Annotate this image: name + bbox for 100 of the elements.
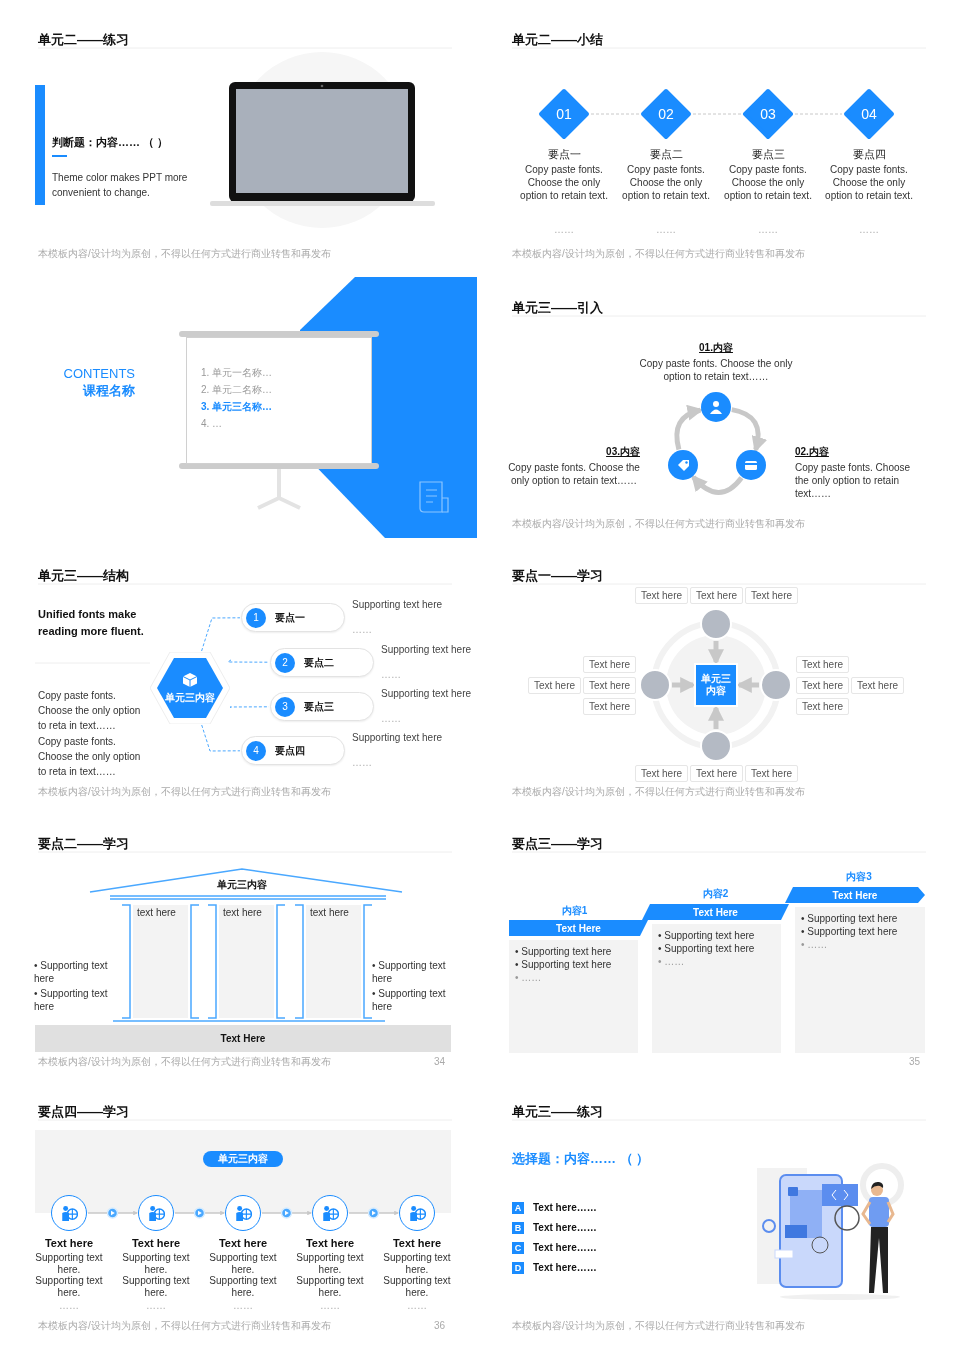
slide-title: 单元三——练习 xyxy=(512,1103,604,1121)
pill-label: 要点一 xyxy=(275,610,305,625)
body-text: Supporting text here. xyxy=(121,1252,191,1276)
arrow xyxy=(708,641,724,666)
bullet-item: • …… xyxy=(515,971,543,984)
course-name: 课程名称 xyxy=(81,382,135,400)
step-diamond: 01 xyxy=(538,88,590,140)
question-text: 选择题：内容…… （ ） xyxy=(512,1150,651,1168)
text-box: Text here xyxy=(635,587,688,604)
body-text: Theme color makes PPT more convenient to change. xyxy=(52,171,189,200)
pill-label: 要点二 xyxy=(304,655,334,670)
text-box: Text here xyxy=(745,587,798,604)
slide-title: 单元三——引入 xyxy=(512,299,604,317)
step-diamond: 03 xyxy=(742,88,794,140)
projection-screen xyxy=(186,337,372,464)
point-title: 要点二 xyxy=(648,147,684,162)
bullet-item: • Supporting text here xyxy=(658,942,756,955)
list-item: 3. 单元三名称… xyxy=(201,400,274,414)
bullet-item: • Supporting text here xyxy=(34,960,109,985)
pill-box xyxy=(241,736,345,765)
icon-circle xyxy=(138,1195,174,1231)
step-banner: Text Here xyxy=(509,920,648,936)
heading-pill: 单元三内容 xyxy=(203,1151,283,1167)
column-panel: text here xyxy=(306,905,361,1018)
ellipsis: …… xyxy=(381,670,402,680)
text-box: Text here xyxy=(690,765,743,782)
image-circle xyxy=(700,608,732,640)
body-text: Supporting text here. xyxy=(382,1275,452,1299)
bullet-item: • Supporting text here xyxy=(658,929,756,942)
option-badge: D xyxy=(512,1262,524,1274)
text-box: Text here xyxy=(796,698,849,715)
bullet-item: • Supporting text here xyxy=(372,960,447,985)
tagline: Unified fonts make reading more fluent. xyxy=(38,607,145,639)
body-text: Supporting text here. xyxy=(295,1252,365,1276)
point-title: 要点三 xyxy=(750,147,786,162)
text-box: Text here xyxy=(528,677,581,694)
pill-box xyxy=(270,692,374,721)
slide-title: 要点二——学习 xyxy=(38,835,130,853)
pill-box xyxy=(241,603,345,632)
section-heading: 02.内容 xyxy=(795,445,830,459)
option-text: Text here…… xyxy=(533,1201,598,1215)
question-text: 判断题：内容…… （ ） xyxy=(52,135,170,150)
pill-label: 要点三 xyxy=(304,699,334,714)
connector-line xyxy=(201,617,241,652)
arrow xyxy=(708,704,724,729)
step-banner: Text Here xyxy=(785,887,925,903)
point-title: Text here xyxy=(217,1236,269,1251)
arrow xyxy=(348,1207,399,1219)
body-text: Copy paste fonts. Choose the only option to retain text…… xyxy=(638,357,794,383)
column-panel: text here xyxy=(133,905,188,1018)
bullet-item: • Supporting text here xyxy=(515,945,613,958)
ellipsis: …… xyxy=(352,625,373,635)
page-number: 35 xyxy=(907,1055,920,1069)
arrow xyxy=(691,474,744,495)
step-banner: Text Here xyxy=(642,904,789,920)
slide-title: 单元三——结构 xyxy=(38,567,130,585)
bullet-item: • …… xyxy=(658,955,686,968)
hexagon-label: 单元三内容 xyxy=(164,691,216,705)
body-text: Supporting text here. xyxy=(295,1275,365,1299)
point-title: Text here xyxy=(304,1236,356,1251)
point-title: Text here xyxy=(43,1236,95,1251)
contents-heading: CONTENTS xyxy=(62,365,135,383)
page-number: 36 xyxy=(432,1319,445,1333)
supporting-text: Supporting text here xyxy=(352,599,444,612)
footer-note: 本模板内容/设计均为原创，不得以任何方式进行商业转售和再发布 xyxy=(38,785,332,799)
bullet-item: • Supporting text here xyxy=(801,925,899,938)
ellipsis: …… xyxy=(381,714,402,724)
body-text: Supporting text here. xyxy=(382,1252,452,1276)
arrow xyxy=(87,1207,138,1219)
column-panel: text here xyxy=(219,905,274,1018)
point-title: 要点一 xyxy=(546,147,582,162)
icon-circle xyxy=(225,1195,261,1231)
slide-title: 要点三——学习 xyxy=(512,835,604,853)
number-badge: 2 xyxy=(275,652,295,673)
body-text: Copy paste fonts. Choose the only option to retain text. xyxy=(824,163,914,202)
connector-line xyxy=(201,724,241,752)
point-title: 要点四 xyxy=(851,147,887,162)
arrow xyxy=(735,677,759,693)
text-box: Text here xyxy=(796,656,849,673)
icon-circle xyxy=(736,450,766,480)
body-text: Copy paste fonts. Choose the only option to retain text. xyxy=(519,163,609,202)
text-box: Text here xyxy=(583,698,636,715)
text-box: Text here xyxy=(851,677,904,694)
point-title: Text here xyxy=(391,1236,443,1251)
arrow xyxy=(731,407,767,453)
page-number: 34 xyxy=(432,1055,445,1069)
arrow xyxy=(672,677,697,693)
option-text: Text here…… xyxy=(533,1241,598,1255)
footer-note: 本模板内容/设计均为原创，不得以任何方式进行商业转售和再发布 xyxy=(512,247,806,261)
option-badge: A xyxy=(512,1202,524,1214)
option-badge: C xyxy=(512,1242,524,1254)
footer-note: 本模板内容/设计均为原创，不得以任何方式进行商业转售和再发布 xyxy=(512,517,806,531)
ellipsis: …… xyxy=(406,1299,428,1313)
bullet-item: • Supporting text here xyxy=(372,988,447,1013)
point-title: Text here xyxy=(130,1236,182,1251)
option-text: Text here…… xyxy=(533,1261,598,1275)
slide-title: 要点四——学习 xyxy=(38,1103,130,1121)
number-badge: 1 xyxy=(246,607,266,628)
ellipsis: …… xyxy=(858,223,880,237)
body-text: Supporting text here. xyxy=(121,1275,191,1299)
